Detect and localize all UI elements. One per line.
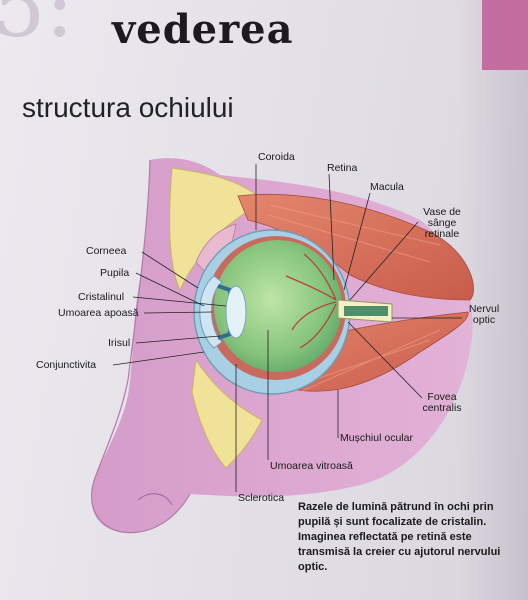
label-vase-sange-retinale: Vase de sânge retinale xyxy=(420,207,464,240)
orbit-bone-lower xyxy=(191,358,263,469)
label-retina: Retina xyxy=(327,162,358,174)
vitreous-body xyxy=(214,240,342,372)
optic-nerve-core xyxy=(344,306,388,316)
section-title: structura ochiului xyxy=(22,92,234,123)
label-cristalinul: Cristalinul xyxy=(78,291,125,303)
label-sclerotica: Sclerotica xyxy=(238,492,285,504)
label-macula: Macula xyxy=(370,181,404,193)
muscle-stripes xyxy=(267,204,441,393)
nostril xyxy=(137,493,173,506)
chapter-number: 5: xyxy=(0,0,74,56)
figure-caption: Razele de lumină pătrund în ochi prin pu… xyxy=(298,501,501,573)
label-fovea-centralis: Fovea centralis xyxy=(420,392,464,414)
chapter-color-tab xyxy=(482,0,528,70)
label-muschiul-ocular: Mușchiul ocular xyxy=(340,432,413,444)
label-coroida: Coroida xyxy=(258,151,295,163)
label-conjunctivita: Conjunctivita xyxy=(36,359,97,371)
label-nervul-optic: Nervul optic xyxy=(464,304,504,326)
chapter-title: vederea xyxy=(112,6,294,53)
label-umoarea-vitroasa: Umoarea vitroasă xyxy=(270,460,353,472)
label-nervul-line2: optic xyxy=(472,314,496,326)
label-vase-line2: sânge xyxy=(427,217,457,229)
label-nervul-line1: Nervul xyxy=(468,303,500,315)
label-corneea: Corneea xyxy=(86,245,127,257)
label-irisul: Irisul xyxy=(108,337,131,349)
nose-outline xyxy=(91,159,191,534)
lens xyxy=(225,285,247,339)
label-pupila: Pupila xyxy=(100,267,130,279)
label-fovea-line2: centralis xyxy=(422,402,462,414)
label-umoarea-apoasa: Umoarea apoasă xyxy=(58,307,139,319)
retinal-vessels xyxy=(285,253,337,349)
label-vase-line3: retinale xyxy=(424,228,460,240)
label-vase-line1: Vase de xyxy=(423,206,461,218)
label-fovea-line1: Fovea xyxy=(427,391,457,403)
